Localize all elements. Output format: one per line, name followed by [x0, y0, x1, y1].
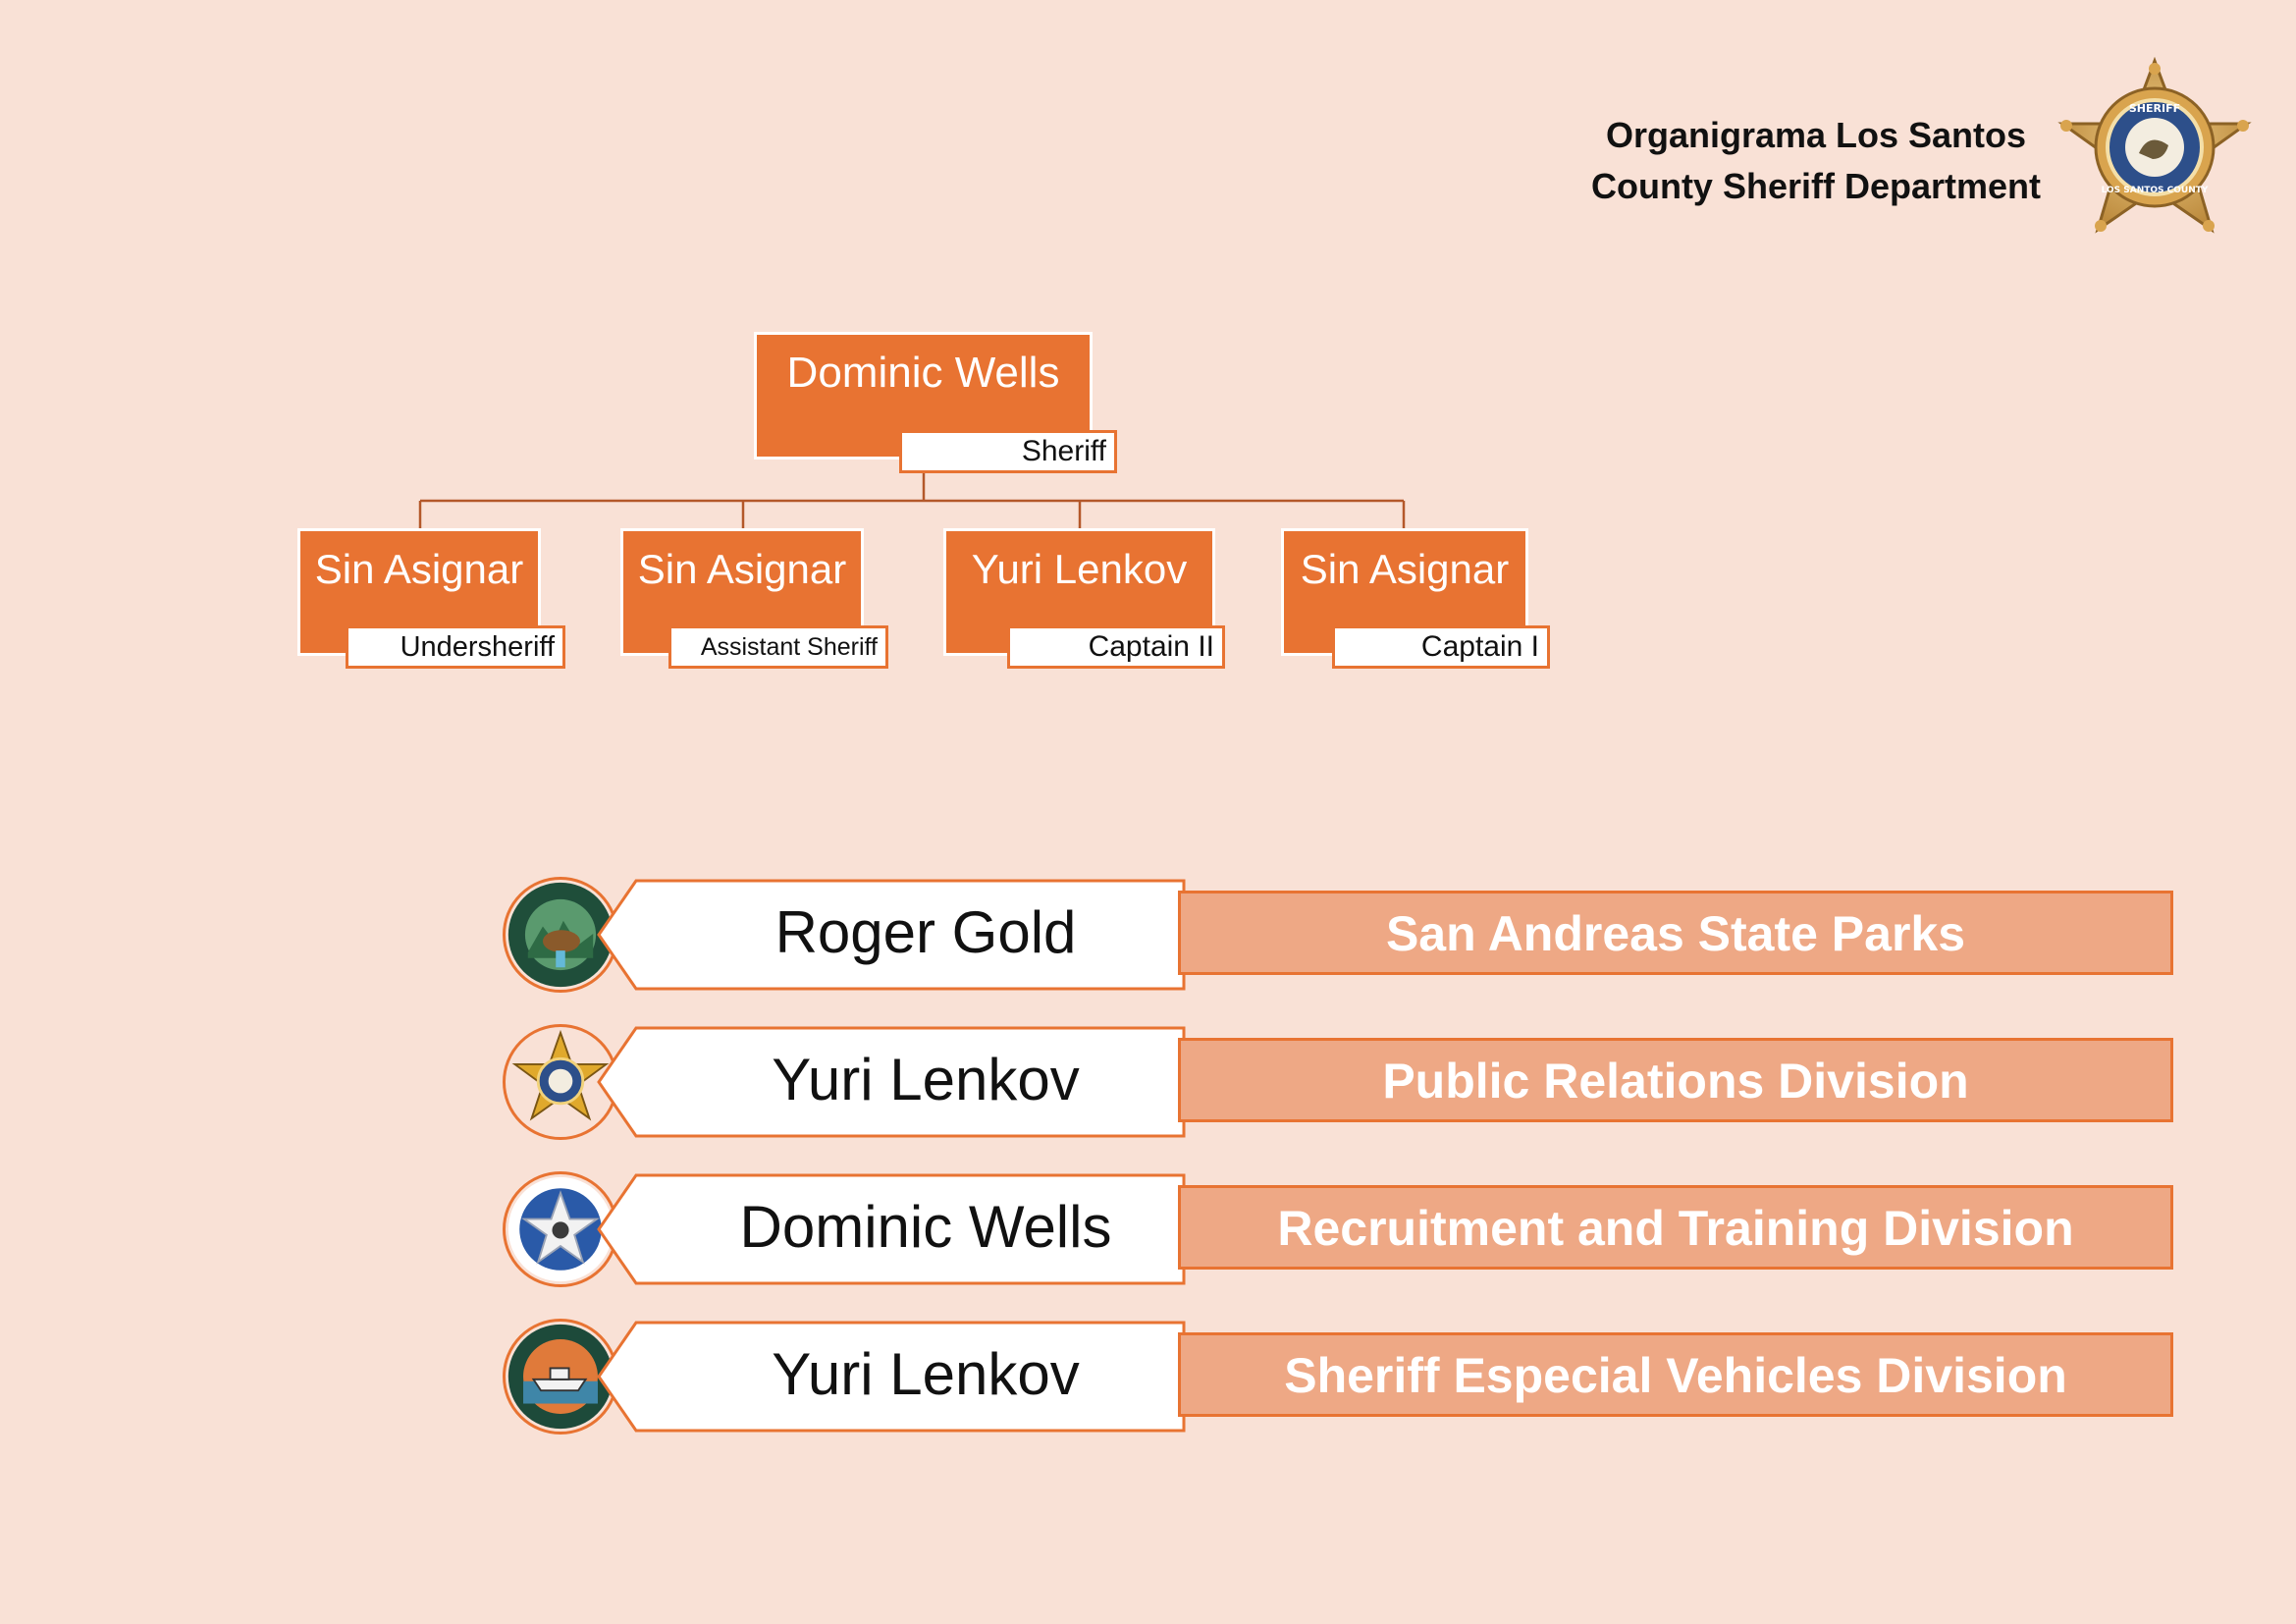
org-node-name: Sin Asignar	[637, 546, 847, 592]
leader-name-plate: Roger Gold	[597, 879, 1186, 991]
leader-name-plate: Yuri Lenkov	[597, 1321, 1186, 1433]
org-node-name: Yuri Lenkov	[971, 546, 1188, 592]
sheriff-badge-icon: SHERIFF LOS SANTOS COUNTY	[2056, 56, 2253, 245]
division-label: Recruitment and Training Division	[1178, 1185, 2173, 1270]
division-label: Sheriff Especial Vehicles Division	[1178, 1332, 2173, 1417]
org-node-name: Sin Asignar	[314, 546, 524, 592]
svg-text:SHERIFF: SHERIFF	[2129, 102, 2180, 115]
division-label: San Andreas State Parks	[1178, 891, 2173, 975]
division-label: Public Relations Division	[1178, 1038, 2173, 1122]
leader-name: Yuri Lenkov	[772, 1341, 1080, 1407]
org-node-role: Assistant Sheriff	[668, 625, 888, 669]
state-parks-emblem-icon	[503, 877, 618, 993]
division-row-recruitment-training: Dominic Wells Recruitment and Training D…	[503, 1171, 2173, 1287]
page-title: Organigrama Los Santos County Sheriff De…	[1556, 110, 2076, 212]
leader-name-plate: Dominic Wells	[597, 1173, 1186, 1285]
leader-name-plate: Yuri Lenkov	[597, 1026, 1186, 1138]
title-line-1: Organigrama Los Santos	[1605, 115, 2027, 155]
org-node-name: Dominic Wells	[786, 349, 1060, 397]
org-node-name: Sin Asignar	[1300, 546, 1510, 592]
org-node-role: Captain I	[1332, 625, 1550, 669]
leader-name: Yuri Lenkov	[772, 1047, 1080, 1112]
division-row-state-parks: Roger Gold San Andreas State Parks	[503, 877, 2173, 993]
sheriff-star-emblem-icon	[503, 1024, 618, 1140]
leader-name: Dominic Wells	[739, 1194, 1112, 1260]
org-node-captain-i: Sin Asignar	[1281, 528, 1528, 656]
division-row-public-relations: Yuri Lenkov Public Relations Division	[503, 1024, 2173, 1140]
leader-name: Roger Gold	[774, 899, 1077, 965]
title-line-2: County Sheriff Department	[1590, 166, 2042, 206]
org-node-role: Undersheriff	[346, 625, 565, 669]
org-node-role: Captain II	[1007, 625, 1225, 669]
division-row-especial-vehicles: Yuri Lenkov Sheriff Especial Vehicles Di…	[503, 1319, 2173, 1435]
svg-text:LOS SANTOS COUNTY: LOS SANTOS COUNTY	[2102, 186, 2209, 195]
boat-emblem-icon	[503, 1319, 618, 1435]
org-node-role: Sheriff	[899, 430, 1117, 473]
